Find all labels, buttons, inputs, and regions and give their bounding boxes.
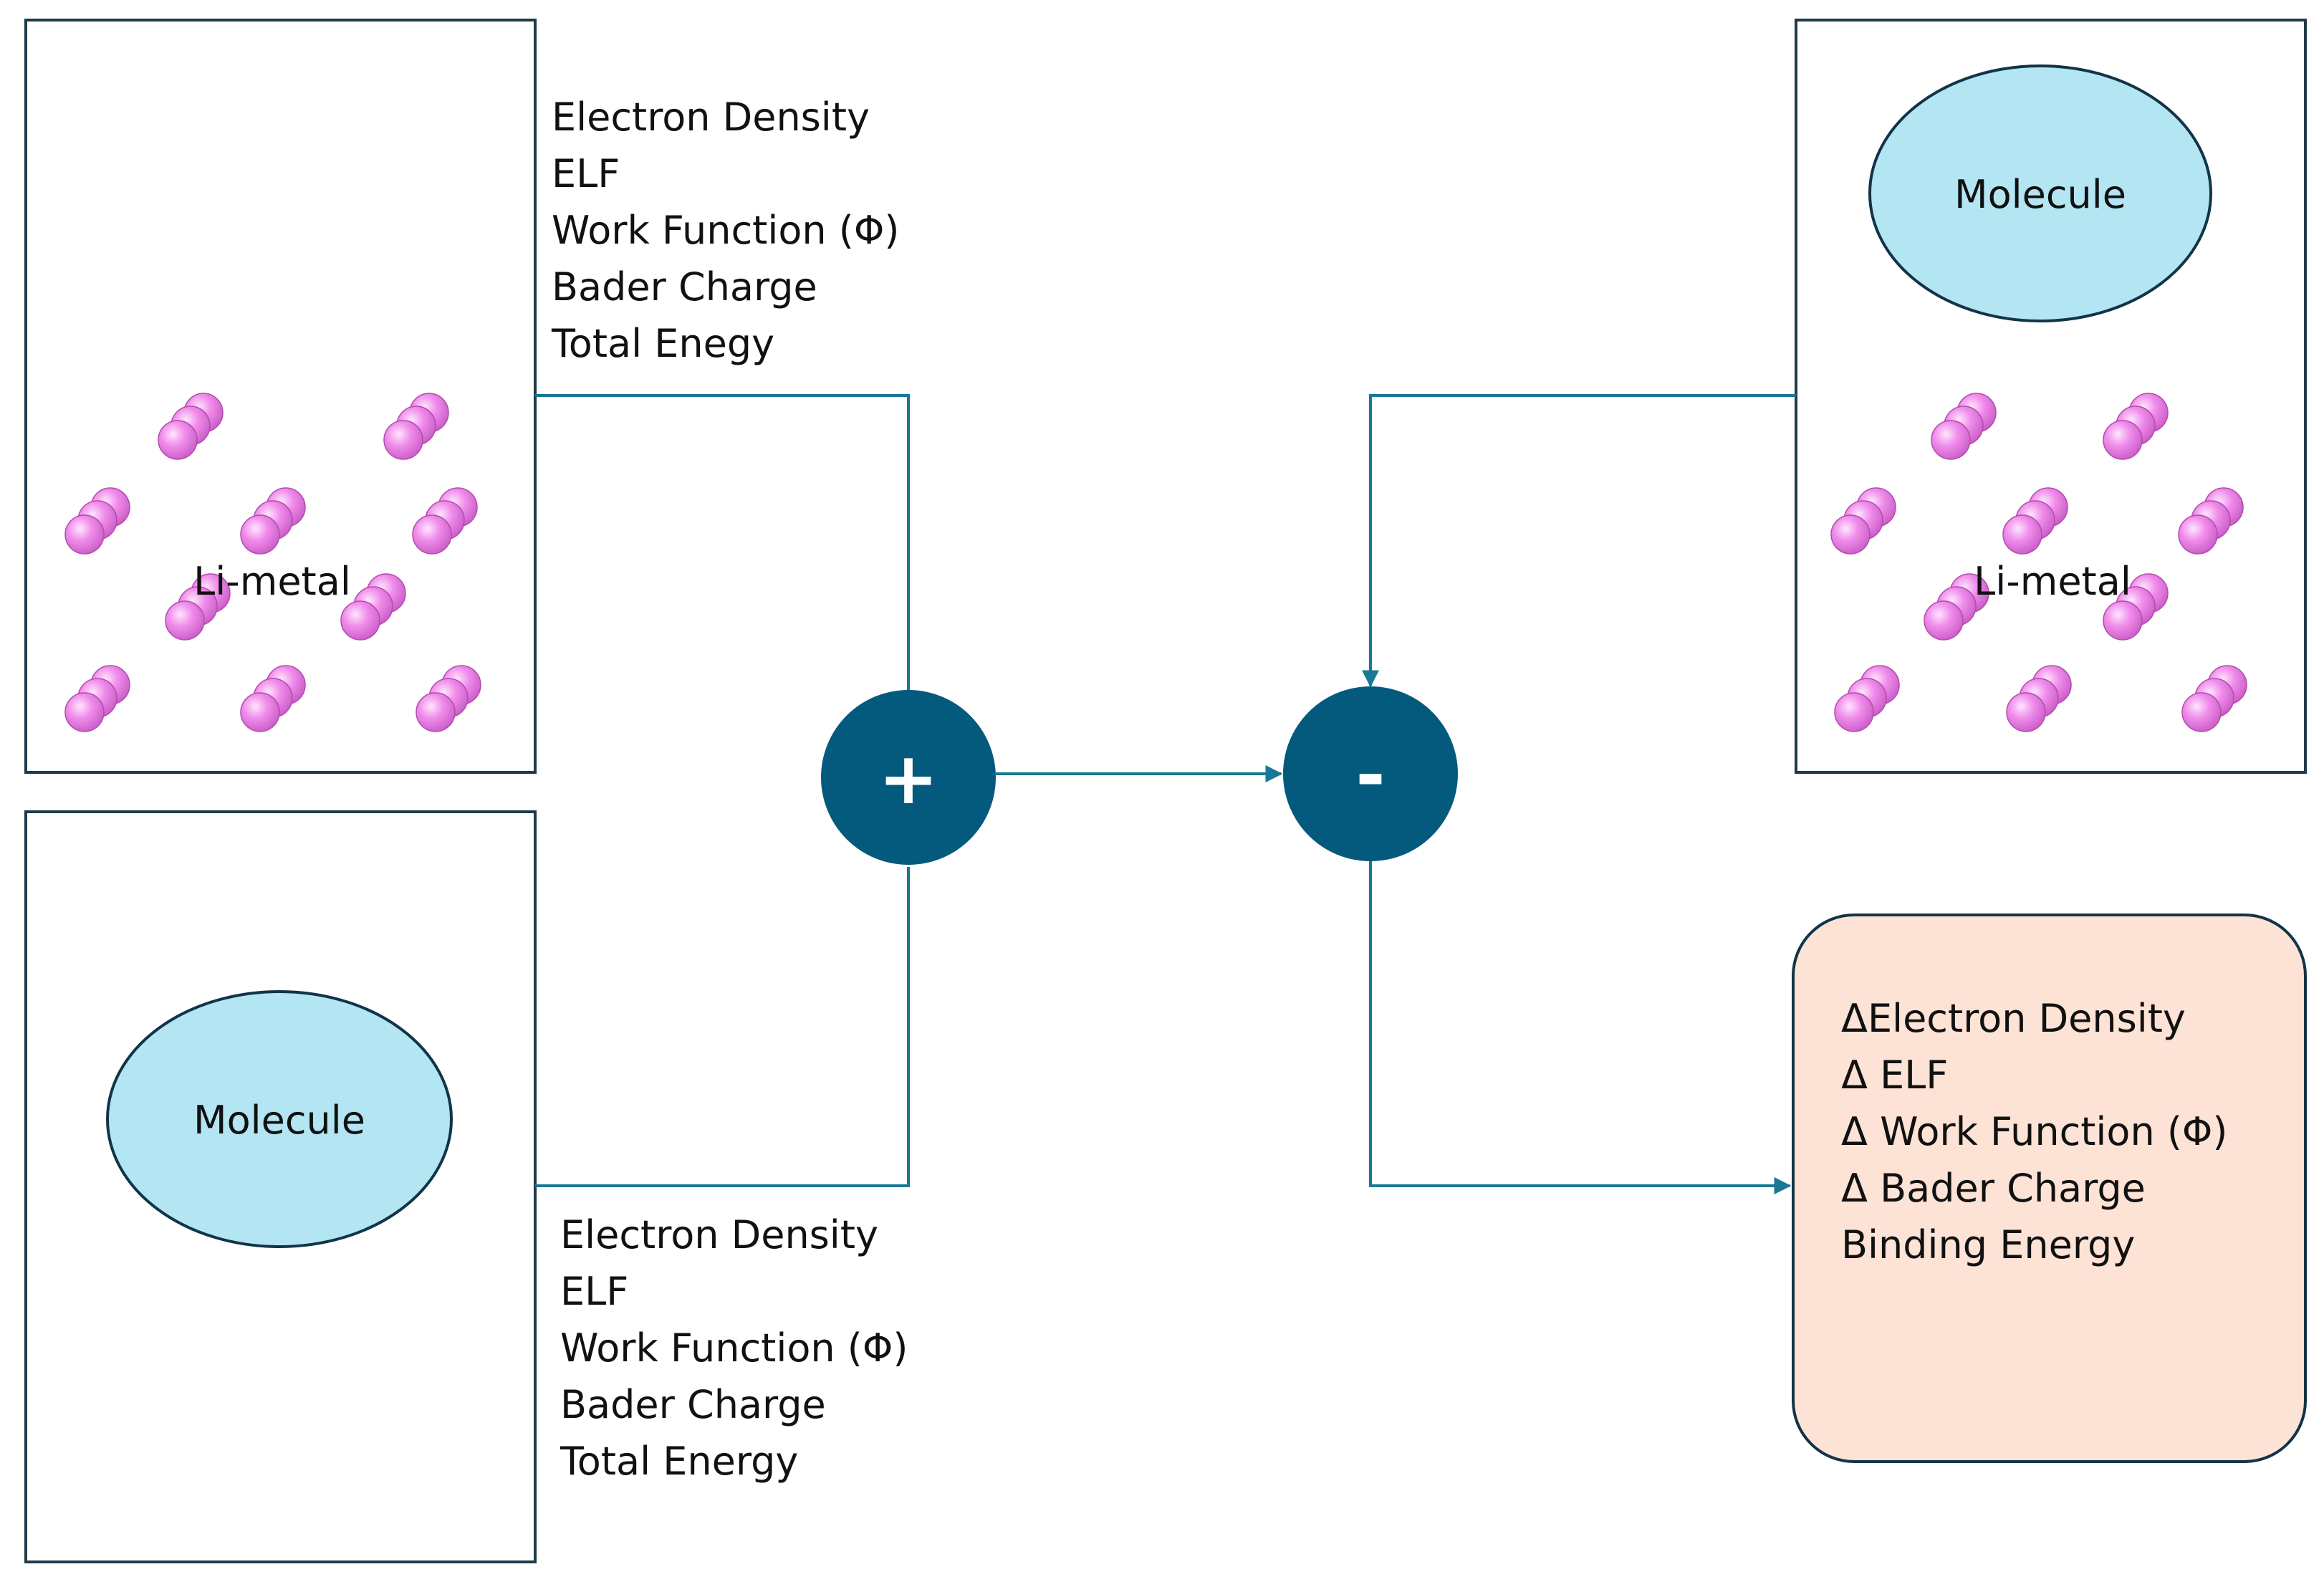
result-5: Binding Energy [1841,1222,2135,1267]
minus-operator [1283,686,1458,861]
result-1: ΔElectron Density [1841,996,2186,1041]
result-3: Δ Work Function (Φ) [1841,1109,2228,1154]
li-atoms-right [1830,393,2247,732]
li-atom [1924,600,1964,641]
li-atom [165,600,205,641]
li-atom [416,692,456,732]
li-atom [158,420,198,460]
property-bottom-5: Total Energy [560,1439,798,1484]
li-metal-label-right: Li-metal [1974,559,2131,604]
li-atoms-left [64,393,481,732]
li-atom [2002,514,2042,555]
property-top-3: Work Function (Φ) [552,208,899,253]
li-atom [2103,600,2143,641]
property-bottom-3: Work Function (Φ) [560,1325,908,1371]
result-4: Δ Bader Charge [1841,1166,2146,1211]
li-atom [64,692,105,732]
li-atom [412,514,452,555]
property-top-1: Electron Density [552,95,870,140]
connector-bottom-left [535,867,910,1187]
property-top-4: Bader Charge [552,264,817,310]
molecule-label: Molecule [193,1098,365,1143]
li-atom [2178,514,2218,555]
plus-symbol: + [878,737,938,820]
li-atom [240,514,280,555]
li-atom [64,514,105,555]
result-2: Δ ELF [1841,1053,1948,1098]
minus-symbol: - [1355,733,1386,817]
property-top-2: ELF [552,151,620,196]
connector-top-left [535,394,910,691]
connector-complex-to-minus [1362,394,1796,688]
plus-operator [821,690,996,865]
li-atom [340,600,380,641]
li-atom [240,692,280,732]
li-metal-panel [24,19,537,774]
molecule-label-right: Molecule [1954,172,2126,217]
property-bottom-2: ELF [560,1269,628,1314]
li-atom [1834,692,1874,732]
li-atom [2006,692,2046,732]
li-atom [383,420,423,460]
li-atom [2103,420,2143,460]
result-panel [1792,914,2307,1463]
molecule-ellipse-right [1868,64,2212,322]
li-atom [1830,514,1871,555]
property-top-5: Total Enegy [551,321,774,366]
li-atom [1931,420,1971,460]
molecule-ellipse [106,990,453,1248]
property-bottom-4: Bader Charge [560,1382,826,1427]
connector-minus-to-result [1369,860,1792,1194]
li-metal-label: Li-metal [193,559,351,604]
li-atom [2181,692,2222,732]
property-bottom-1: Electron Density [560,1212,878,1257]
